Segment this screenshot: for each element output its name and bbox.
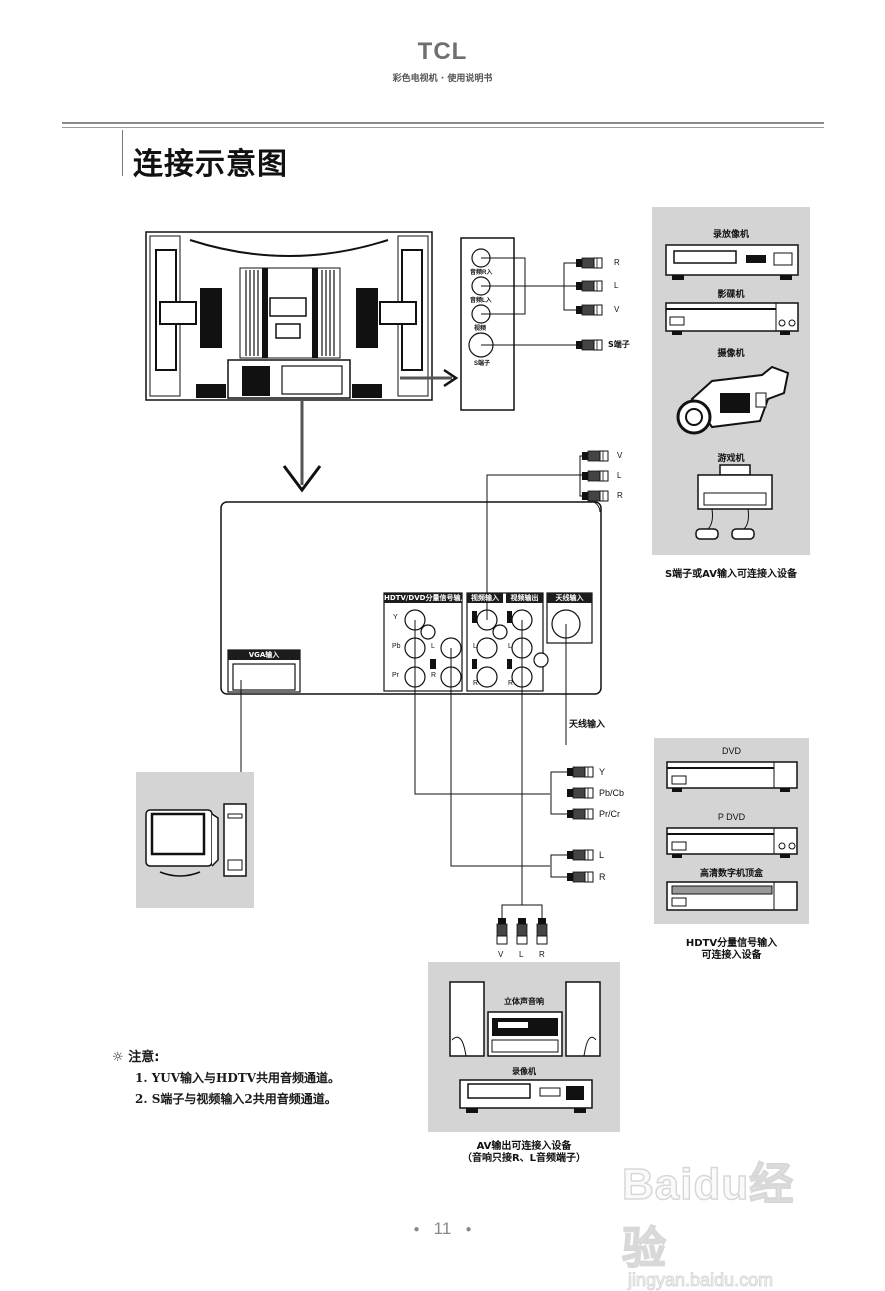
av-out-section-label: 视频输出 (510, 594, 539, 602)
vcr-icon (459, 1079, 593, 1113)
plug-label-pb-cb: Pb/Cb (599, 788, 625, 798)
device-label: 高清数字机顶盒 (699, 869, 763, 879)
jack-label-pb: Pb (392, 643, 401, 650)
s-av-caption: S端子或AV输入可连接入设备 (664, 569, 797, 580)
game-console-icon (695, 464, 773, 540)
device-label: 录放像机 (712, 230, 749, 240)
camcorder-icon (676, 365, 790, 435)
plug-label-v: V (498, 950, 504, 959)
hdtv-caption-line1: HDTV分量信号输入 (685, 938, 778, 949)
plug-label-v: V (617, 451, 623, 460)
plug-label-r: R (539, 950, 545, 959)
device-label: 游戏机 (717, 454, 745, 464)
hdtv-section-label: HDTV/DVD分量信号输入 (384, 594, 462, 602)
page-number: ● 11 ● (0, 1219, 885, 1239)
device-label: DVD (721, 746, 741, 756)
bullet-icon: ● (413, 1224, 420, 1236)
plug-label-l: L (519, 950, 524, 959)
plug-label-pr-cr: Pr/Cr (599, 809, 620, 819)
bullet-icon: ● (465, 1224, 472, 1236)
computer-icon (145, 803, 247, 877)
plug-label-l: L (599, 850, 605, 860)
pc-device-group (136, 772, 254, 908)
side-jack-label: S端子 (474, 361, 491, 367)
av-out-caption-line2: （音响只接R、L音频端子） (461, 1153, 587, 1164)
side-jack-label: 音频R入 (470, 270, 493, 276)
title-divider (122, 130, 123, 176)
brand-subtitle: 彩色电视机 · 使用说明书 (392, 74, 493, 84)
plug-label-v: V (614, 305, 620, 314)
notes-heading: ☼ 注意: (112, 1046, 340, 1065)
device-label: 立体声音响 (504, 997, 544, 1006)
device-label: 录像机 (512, 1067, 536, 1076)
watermark-url: jingyan.baidu.com (628, 1270, 774, 1291)
side-jack-label: 音频L入 (470, 298, 492, 304)
jack-label-r: R (473, 680, 479, 687)
jack-label-r: R (431, 672, 437, 679)
notes-section: ☼ 注意: 1. YUV输入与HDTV共用音频通道。 2. S端子与视频输入2共… (112, 1046, 340, 1107)
header-rule (62, 122, 824, 124)
dvd-player-icon (666, 761, 798, 792)
device-label: P DVD (717, 812, 746, 822)
device-label: 影碟机 (717, 290, 745, 300)
plug-label-l: L (614, 281, 619, 290)
jack-label-l: L (431, 643, 435, 650)
side-jack-label: 视频 (474, 326, 487, 332)
note-item: 1. YUV输入与HDTV共用音频通道。 (135, 1071, 341, 1085)
hdtv-caption-line2: 可连接入设备 (701, 950, 762, 961)
note-item: 2. S端子与视频输入2共用音频通道。 (135, 1092, 337, 1106)
s-av-device-group: 录放像机 影碟机 摄像机 游戏机 (652, 207, 810, 555)
hdtv-device-group: DVD P DVD 高清数字机顶盒 (654, 738, 809, 924)
vcr-icon (665, 244, 799, 280)
disc-player-icon (665, 302, 799, 335)
notes-title: 注意: (128, 1050, 160, 1065)
av-out-device-group: 立体声音响 录像机 (428, 962, 620, 1132)
av-in-section-label: 视频输入 (471, 594, 499, 602)
antenna-input-caption: 天线输入 (569, 720, 606, 730)
jack-label-pr: Pr (392, 672, 399, 679)
plug-label-r: R (599, 872, 606, 882)
page-number-value: 11 (433, 1219, 452, 1238)
plug-label-l: L (617, 471, 622, 480)
stereo-system-icon (449, 981, 601, 1057)
watermark-brand: Baidu经验 (621, 1159, 795, 1274)
tv-rear-illustration (145, 231, 433, 401)
plug-label-r: R (614, 258, 620, 267)
plug-label-s-video: S端子 (608, 340, 630, 349)
page-title: 连接示意图 (133, 147, 288, 182)
vga-section-label: VGA输入 (248, 651, 280, 659)
side-input-panel (460, 237, 603, 411)
p-dvd-player-icon (666, 827, 798, 858)
plug-label-y: Y (599, 767, 606, 777)
antenna-section-label: 天线输入 (555, 594, 584, 602)
plug-label-r: R (617, 491, 623, 500)
jack-label-y: Y (393, 614, 398, 621)
brand-logo: TCL (417, 38, 468, 65)
jack-label-l: L (473, 643, 477, 650)
jack-label-l: L (508, 643, 512, 650)
set-top-box-icon (666, 881, 798, 911)
device-label: 摄像机 (717, 349, 745, 359)
av-out-caption-line1: AV输出可连接入设备 (476, 1141, 572, 1152)
jack-label-r: R (508, 680, 514, 687)
lightbulb-icon: ☼ (112, 1050, 124, 1065)
header-rule-thin (62, 127, 824, 128)
